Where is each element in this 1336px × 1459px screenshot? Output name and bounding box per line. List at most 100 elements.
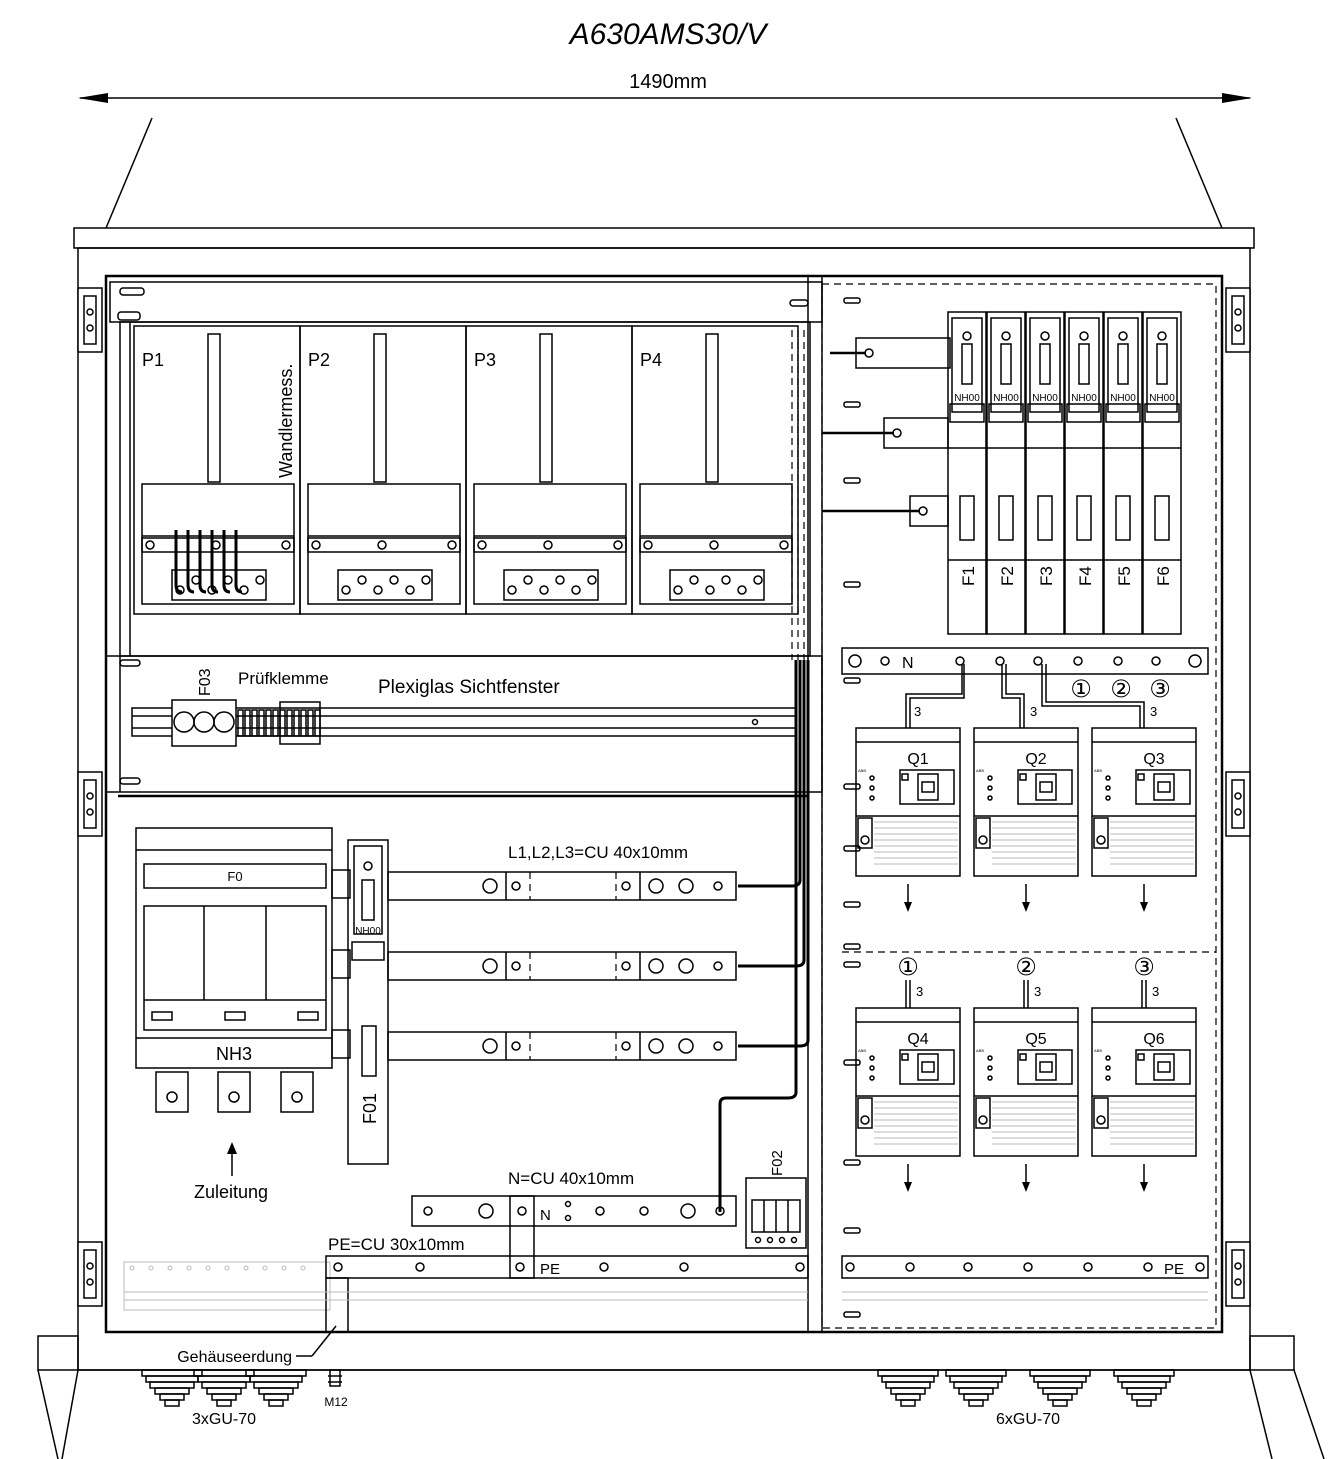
cable-count-q6: 3 [1152, 984, 1159, 999]
neutral-rail-label: N [902, 655, 914, 672]
test-fuse-block [171, 699, 237, 747]
busbar-hole [713, 961, 723, 971]
circuit-breaker [1091, 727, 1197, 877]
hinge-hole [1234, 324, 1242, 332]
outgoing-fuse-label: F5 [1115, 566, 1134, 586]
hinge-hole [86, 324, 94, 332]
fuse-cartridge [1146, 317, 1178, 413]
pe-hole [905, 1262, 915, 1272]
meter-wire [174, 530, 183, 594]
cable-gland-step [1052, 1399, 1068, 1407]
test-terminal [258, 709, 265, 737]
outgoing-arrowhead [1140, 902, 1148, 912]
pe-hole [963, 1262, 973, 1272]
busbar-hole [648, 878, 664, 894]
cable-gland-step [268, 1399, 284, 1407]
pe-hole [1195, 1262, 1205, 1272]
breaker-led [1019, 773, 1027, 781]
breaker-terminal-hole [1096, 1115, 1106, 1125]
busbar-hole [648, 958, 664, 974]
phase-marker-1: ① [1070, 676, 1092, 703]
circuit-breaker [855, 727, 961, 877]
pe-busbar-right [841, 1255, 1209, 1301]
fuse-window [959, 495, 975, 541]
phase-marker-2: ② [1110, 676, 1132, 703]
phase-marker-3: ③ [1149, 676, 1171, 703]
door-hinge-left [77, 287, 103, 1307]
breaker-toggle-window [1017, 769, 1073, 805]
mounting-rail-slots [843, 297, 861, 1318]
fuse-type-label: NH00 [1071, 393, 1097, 404]
breaker-dot [1105, 795, 1111, 801]
breaker-led [1137, 1053, 1145, 1061]
cable-count-q2: 3 [1030, 704, 1037, 719]
breaker-brand-mark: ABB [1094, 1048, 1102, 1053]
breaker-brand-mark: ABB [858, 768, 866, 773]
breaker-toggle-window [899, 769, 955, 805]
breaker-label: Q4 [907, 1031, 928, 1048]
pe-rail-hole [300, 1265, 306, 1271]
earth-bolt-m12 [328, 1369, 342, 1387]
fuse-cartridge [951, 317, 983, 413]
meter-label-p1: P1 [142, 350, 164, 370]
phase-marker-q5: ② [1015, 954, 1037, 981]
breaker-brand-mark: ABB [976, 1048, 984, 1053]
cable-gland-step [890, 1387, 926, 1395]
rail-hole [1033, 656, 1043, 666]
terminal-hole [389, 575, 399, 585]
breaker-label: Q2 [1025, 751, 1046, 768]
cable-gland-step [245, 1369, 307, 1377]
pe-hole [679, 1262, 689, 1272]
fuse-handle [961, 343, 973, 385]
meter-hanger [373, 333, 387, 483]
neutral-hole [564, 1214, 572, 1222]
fuse-contacts [1144, 403, 1180, 423]
breaker-dot [1105, 785, 1111, 791]
pe-right-holes [845, 1262, 1205, 1272]
neutral-rail-right [841, 647, 1209, 675]
breaker-toggle [917, 773, 939, 801]
breaker-toggle [1153, 1053, 1175, 1081]
cable-gland-step [253, 1381, 299, 1389]
breaker-dot [869, 1075, 875, 1081]
meter-screw [311, 540, 321, 550]
cable-gland-step [900, 1399, 916, 1407]
busbar-hole [648, 1038, 664, 1054]
pe-rail-hole [148, 1265, 154, 1271]
breaker-terminal [975, 1097, 991, 1129]
hinge-pin [1231, 1249, 1245, 1299]
mounting-slot [843, 783, 861, 790]
meter-screw [281, 540, 291, 550]
fuse-type-label: NH00 [993, 393, 1019, 404]
mounting-slot [843, 1311, 861, 1318]
fuse-indicator [1118, 331, 1128, 341]
meter-screw [447, 540, 457, 550]
test-terminal [286, 709, 293, 737]
neutral-hole [564, 1200, 572, 1208]
busbar-hole [511, 1041, 521, 1051]
hinge-pin [1231, 779, 1245, 829]
busbar-hole [713, 881, 723, 891]
outgoing-fuse-base [1142, 311, 1182, 635]
pe-rail-hole [205, 1265, 211, 1271]
pe-hole [415, 1262, 425, 1272]
cable-gland-step [1113, 1369, 1175, 1377]
hinge-plate [77, 1241, 103, 1307]
breaker-dot [1105, 1065, 1111, 1071]
mounting-slot [843, 401, 861, 408]
main-fuse-switch [135, 827, 351, 1113]
rail-hole [955, 656, 965, 666]
busbar-hole [482, 878, 498, 894]
cable-gland-step [1121, 1381, 1167, 1389]
breaker-feeder-lines [905, 664, 1145, 728]
meter-hanger [705, 333, 719, 483]
mounting-slot [843, 297, 861, 304]
rail-hole [1113, 656, 1123, 666]
neutral-hole [517, 1206, 527, 1216]
fuse-handle [1078, 343, 1090, 385]
cable-gland-step [1117, 1375, 1171, 1383]
mounting-slot [843, 1227, 861, 1234]
hinge-hole [1234, 1278, 1242, 1286]
